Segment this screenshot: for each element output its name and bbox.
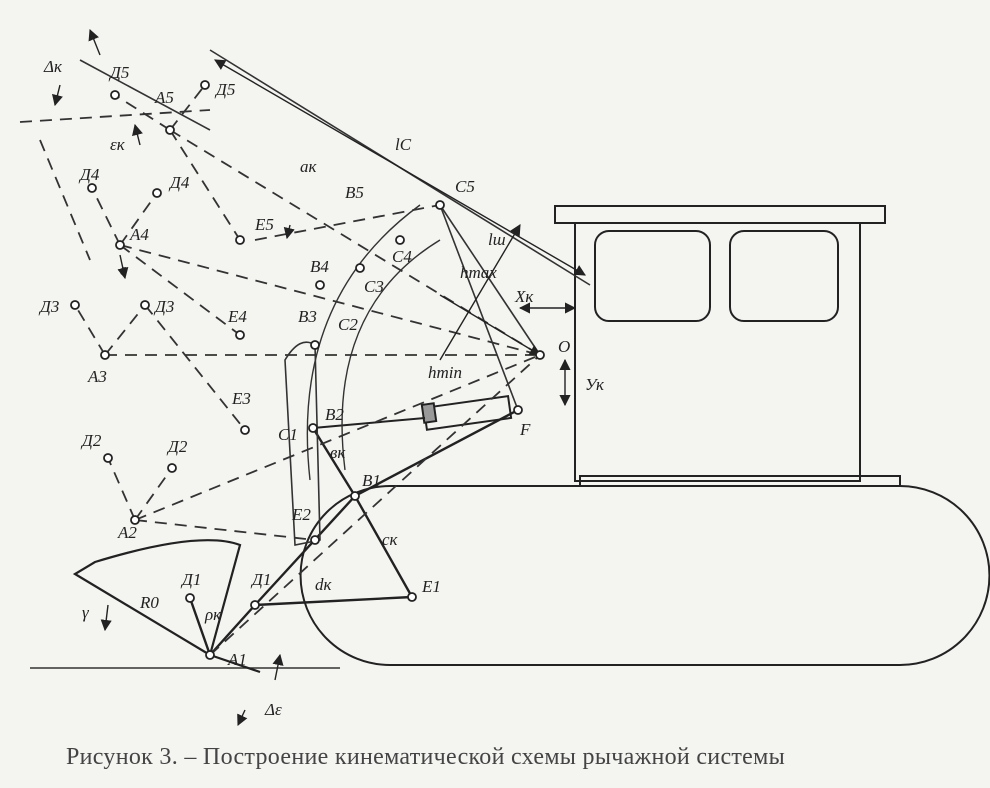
joint-marker (310, 340, 320, 350)
label-d5-right: Д5 (214, 80, 235, 99)
label-d3-right: Д3 (153, 297, 174, 316)
label-h-max: hmax (460, 263, 497, 282)
dimension-arrows (52, 28, 586, 727)
joint-marker (395, 235, 405, 245)
label-e2: E2 (291, 505, 311, 524)
label-b1: B1 (362, 471, 381, 490)
joint-marker (70, 300, 80, 310)
joint-marker (165, 125, 175, 135)
joint-marker (205, 650, 215, 660)
label-delta-k: Δк (43, 57, 63, 76)
joint-marker (235, 330, 245, 340)
label-gamma: γ (82, 603, 90, 622)
label-d4-left: Д4 (78, 165, 100, 184)
hydraulic-cylinder (312, 394, 513, 431)
label-eps-k: εк (110, 135, 126, 154)
label-e4: E4 (227, 307, 247, 326)
label-b-k: вк (330, 443, 346, 462)
label-b2: B2 (325, 405, 344, 424)
label-d2-right: Д2 (166, 437, 188, 456)
label-e1: E1 (421, 577, 441, 596)
label-o: O (558, 337, 570, 356)
joint-marker (355, 263, 365, 273)
label-d1-right: Д1 (250, 570, 271, 589)
arcs (284, 204, 441, 546)
joint-marker (350, 491, 360, 501)
label-a-k: aк (300, 157, 318, 176)
joint-marker (110, 90, 120, 100)
label-b3: B3 (298, 307, 317, 326)
joint-marker (407, 592, 417, 602)
label-x-k: Xк (514, 287, 534, 306)
joint-marker (535, 350, 545, 360)
label-d3-left: Д3 (38, 297, 59, 316)
joint-marker (250, 600, 260, 610)
cabin (554, 205, 901, 487)
label-l-c: lC (395, 135, 412, 154)
joint-marker (240, 425, 250, 435)
label-d4-right: Д4 (168, 173, 190, 192)
label-h-min: hmin (428, 363, 462, 382)
label-d-k: dк (315, 575, 333, 594)
label-c5: C5 (455, 177, 475, 196)
label-y-k: Ук (585, 375, 605, 394)
figure-caption: Рисунок 3. – Построение кинематической с… (66, 744, 786, 770)
label-b5: B5 (345, 183, 364, 202)
label-delta-eps: Δε (264, 700, 282, 719)
joint-marker (315, 280, 325, 290)
joint-marker (140, 300, 150, 310)
joint-marker (87, 183, 97, 193)
joints (70, 80, 545, 660)
joint-marker (100, 350, 110, 360)
joint-marker (185, 593, 195, 603)
joint-marker (115, 240, 125, 250)
label-c3: C3 (364, 277, 384, 296)
label-c2: C2 (338, 315, 358, 334)
label-a4: A4 (129, 225, 149, 244)
label-eps: ε (120, 260, 127, 279)
bucket (72, 539, 261, 674)
label-a5: A5 (154, 88, 174, 107)
joint-marker (308, 423, 318, 433)
joint-marker (310, 535, 320, 545)
label-e3: E3 (231, 389, 251, 408)
label-d5-left: Д5 (108, 63, 129, 82)
label-a1: A1 (227, 650, 247, 669)
label-r0: R0 (139, 593, 159, 612)
label-b4: B4 (310, 257, 329, 276)
label-c4: C4 (392, 247, 412, 266)
label-a3: A3 (87, 367, 107, 386)
label-c1: C1 (278, 425, 298, 444)
label-d1-left: Д1 (180, 570, 201, 589)
joint-marker (200, 80, 210, 90)
joint-marker (130, 515, 140, 525)
labels: Δк Д5 A5 Д5 εк Д4 Д4 A4 ε E5 aк B5 C5 lC… (38, 57, 605, 719)
crawler-track (299, 485, 990, 666)
joint-marker (513, 405, 523, 415)
joint-marker (167, 463, 177, 473)
joint-marker (435, 200, 445, 210)
label-rho-k: ρк (204, 605, 222, 624)
main-lever (188, 408, 519, 656)
label-e5: E5 (254, 215, 274, 234)
joint-marker (235, 235, 245, 245)
label-f: F (519, 420, 531, 439)
label-d2-left: Д2 (80, 431, 102, 450)
label-a2: A2 (117, 523, 137, 542)
label-c-k: ск (382, 530, 399, 549)
joint-marker (103, 453, 113, 463)
label-l-sh: lш (488, 230, 506, 249)
joint-marker (152, 188, 162, 198)
